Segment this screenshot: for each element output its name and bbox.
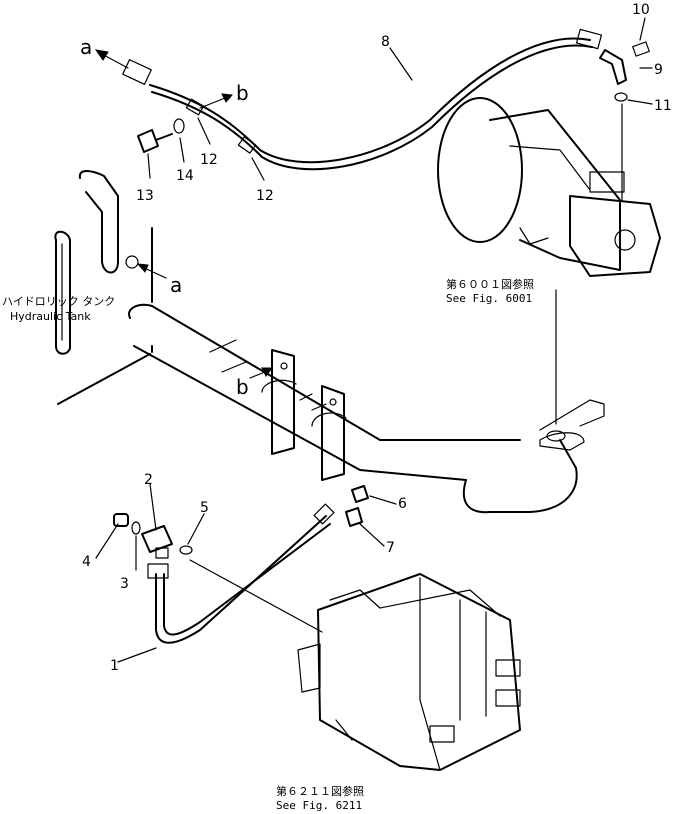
tank-label-en: Hydraulic Tank: [10, 310, 91, 323]
pipe-bracket-right: [311, 385, 347, 481]
washer-14: [173, 118, 185, 134]
callout-8: 8: [381, 34, 390, 50]
callout-13: 13: [136, 188, 154, 204]
control-valve: [297, 573, 521, 771]
arrow-b-top: [199, 93, 234, 109]
suction-pipe: [128, 289, 605, 514]
fitting-6: [351, 485, 369, 503]
callout-12b: 12: [256, 188, 274, 204]
tank-label-jp: ハイドロリック タンク: [2, 295, 115, 308]
callout-11: 11: [654, 98, 672, 114]
letter-a-top: a: [80, 35, 92, 59]
hose-1: [147, 503, 335, 644]
elbow-fitting-2: [141, 525, 173, 559]
arrow-b-lower: [249, 367, 273, 379]
hydraulic-pump: [437, 97, 661, 277]
hose-8: [122, 28, 603, 171]
ref-6001-jp: 第６００１図参照: [446, 277, 534, 291]
plug-4: [113, 513, 129, 527]
arrow-a-top: [94, 49, 129, 69]
callout-6: 6: [398, 496, 407, 512]
ref-6211-en: See Fig. 6211: [276, 799, 362, 812]
o-ring-5: [179, 545, 193, 555]
leader-5-line: [189, 559, 323, 633]
letter-b-lower: b: [236, 375, 249, 399]
callout-14: 14: [176, 168, 194, 184]
letter-a-tank: a: [170, 273, 182, 297]
pipe-bracket-left: [261, 349, 297, 455]
hydraulic-tank: [54, 170, 167, 405]
callout-1: 1: [110, 658, 119, 674]
callout-4: 4: [82, 554, 91, 570]
o-ring-3: [131, 521, 141, 535]
elbow-fitting-9: [599, 41, 650, 102]
callout-2: 2: [144, 472, 153, 488]
callout-leaders: [95, 17, 653, 663]
letter-b-top: b: [236, 81, 249, 105]
bolt-13: [137, 129, 173, 153]
cap-7: [345, 507, 363, 527]
ref-6211-jp: 第６２１１図参照: [276, 784, 364, 798]
callout-9: 9: [654, 62, 663, 78]
callout-10: 10: [632, 2, 650, 18]
callout-3: 3: [120, 576, 129, 592]
callout-7: 7: [386, 540, 395, 556]
callout-12a: 12: [200, 152, 218, 168]
callout-5: 5: [200, 500, 209, 516]
ref-6001-en: See Fig. 6001: [446, 292, 532, 305]
